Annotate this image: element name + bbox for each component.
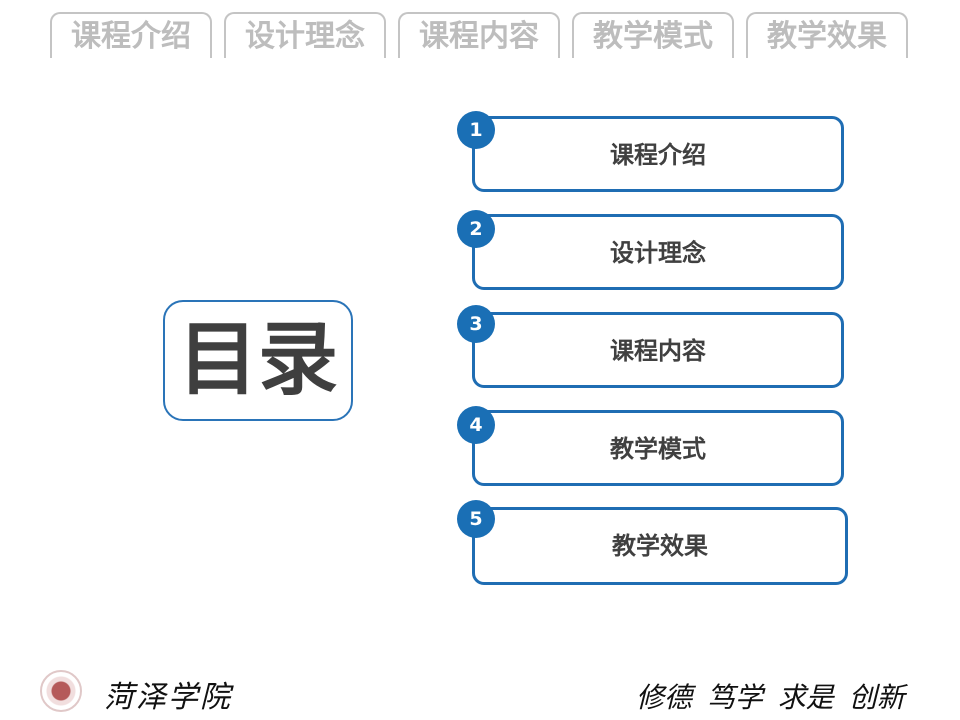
number-badge: 3	[457, 305, 495, 343]
toc-item-3[interactable]: 课程内容	[472, 312, 844, 388]
page-title: 目录	[163, 300, 353, 421]
school-name: 菏泽学院	[104, 680, 232, 715]
tab-course-intro[interactable]: 课程介绍	[50, 12, 212, 58]
toc-item-1[interactable]: 课程介绍	[472, 116, 844, 192]
number-badge: 2	[457, 210, 495, 248]
toc-item-2[interactable]: 设计理念	[472, 214, 844, 290]
toc-item-5[interactable]: 教学效果	[472, 507, 848, 585]
tab-teaching-effect[interactable]: 教学效果	[746, 12, 908, 58]
toc-item-4[interactable]: 教学模式	[472, 410, 844, 486]
tab-teaching-mode[interactable]: 教学模式	[572, 12, 734, 58]
tab-design-concept[interactable]: 设计理念	[224, 12, 386, 58]
number-badge: 4	[457, 406, 495, 444]
school-seal-icon	[40, 670, 82, 712]
school-motto: 修德 笃学 求是 创新	[636, 681, 905, 714]
number-badge: 1	[457, 111, 495, 149]
tab-course-content[interactable]: 课程内容	[398, 12, 560, 58]
number-badge: 5	[457, 500, 495, 538]
